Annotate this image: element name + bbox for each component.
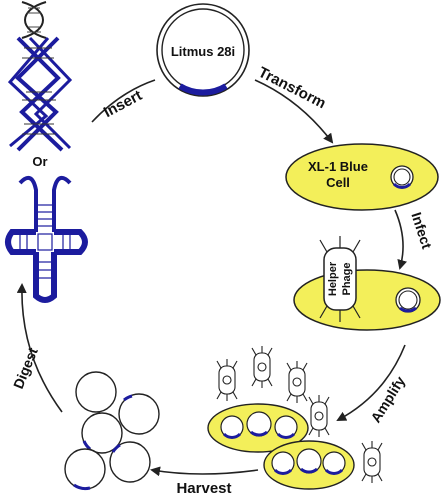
phage-particle: [308, 395, 330, 437]
harvested-plasmids: [64, 371, 160, 491]
amplified-cell-lower: [263, 440, 355, 490]
helix-upper: [21, 1, 47, 39]
step-harvest-label: Harvest: [176, 480, 231, 496]
step-infect-label: Infect: [408, 210, 435, 251]
plasmid-label: Litmus 28i: [171, 44, 235, 59]
phage-particle: [251, 346, 273, 388]
helix-middle: [7, 36, 73, 152]
cruciform-structure: [5, 175, 88, 303]
amplify-arrow: [336, 344, 406, 421]
amplified-cell-upper: [207, 403, 309, 453]
plasmid: Litmus 28i: [156, 3, 250, 97]
phage-label-line2: Phage: [341, 262, 353, 295]
cell-label-line2: Cell: [326, 175, 350, 190]
step-amplify-label: Amplify: [367, 373, 408, 425]
helper-phage: Helper Phage: [319, 236, 361, 322]
helix-rungs: [22, 47, 56, 135]
transformed-cell: XL-1 Blue Cell: [285, 143, 439, 211]
phage-label-line1: Helper: [327, 261, 339, 296]
step-transform-label: Transform: [256, 64, 329, 112]
infected-cell: Helper Phage: [293, 236, 441, 331]
phage-particle: [286, 361, 308, 403]
step-insert-label: Insert: [101, 87, 145, 121]
insert-arc: [91, 79, 156, 123]
harvest-arrow: [150, 466, 259, 477]
transform-arrow: [254, 79, 334, 144]
infect-arrow: [394, 209, 408, 270]
phage-particles: [216, 346, 383, 483]
dna-helix-illustration: [7, 1, 73, 152]
digest-arrow: [16, 283, 63, 413]
phage-particle: [216, 359, 238, 401]
cell-plasmid: [390, 165, 414, 189]
phage-particle: [361, 441, 383, 483]
cell-plasmid-2: [395, 287, 421, 313]
or-label: Or: [32, 154, 47, 169]
cell-label-line1: XL-1 Blue: [308, 159, 368, 174]
